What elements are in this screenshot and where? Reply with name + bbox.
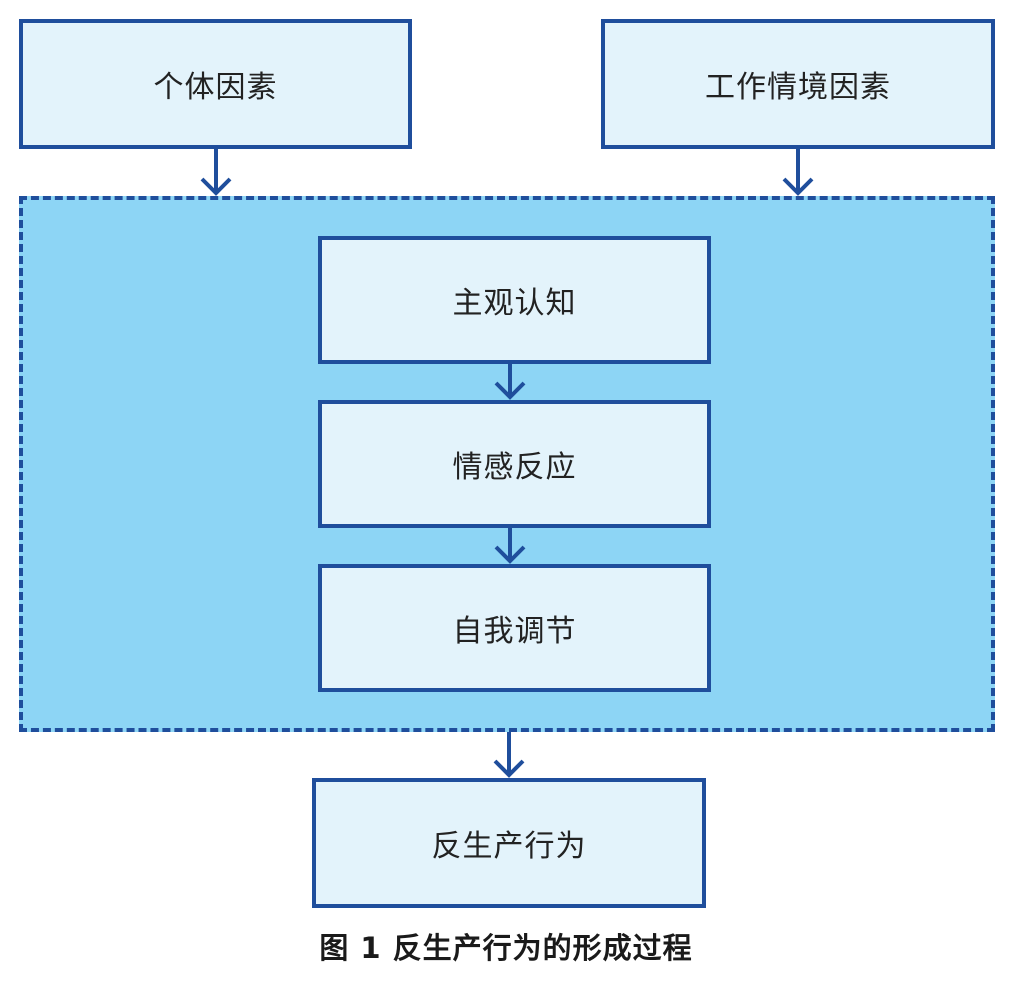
arrow-region-to-behavior: [493, 732, 525, 778]
node-work-context-factors: 工作情境因素: [601, 19, 995, 149]
node-self-regulation: 自我调节: [318, 564, 711, 692]
arrow-cognition-to-emotion: [494, 364, 526, 400]
arrow-context-to-region: [782, 149, 814, 196]
node-subjective-cognition: 主观认知: [318, 236, 711, 364]
node-individual-factors: 个体因素: [19, 19, 412, 149]
node-counterproductive-behavior: 反生产行为: [312, 778, 706, 908]
arrow-individual-to-region: [200, 149, 232, 196]
node-emotional-response: 情感反应: [318, 400, 711, 528]
figure-caption: 图 1 反生产行为的形成过程: [319, 931, 693, 965]
arrow-emotion-to-regulation: [494, 528, 526, 564]
